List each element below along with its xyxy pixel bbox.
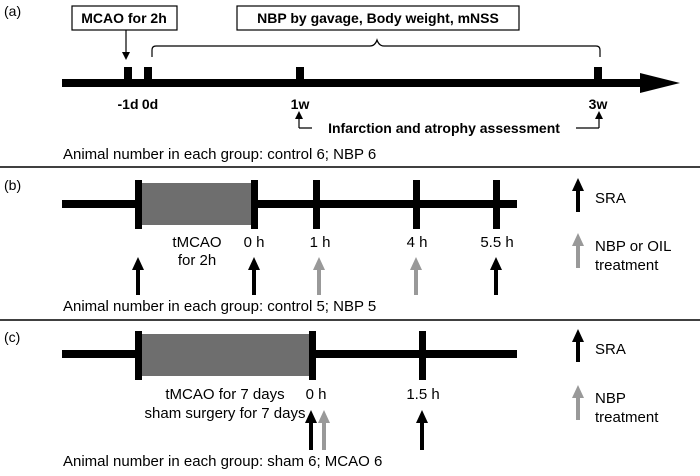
- tmcao-b-line1: tMCAO: [172, 234, 221, 251]
- legend-b-treatment-line2: treatment: [595, 257, 659, 274]
- panel-c-animal-number: Animal number in each group: sham 6; MCA…: [63, 453, 382, 470]
- legend-b-sra-label: SRA: [595, 190, 626, 207]
- sra-arrowhead-b-pre: [132, 257, 144, 270]
- tick-0d: [144, 67, 152, 83]
- tick-label-c-1-5h: 1.5 h: [406, 386, 439, 403]
- panel-b-letter: (b): [4, 177, 21, 193]
- legend-b-treatment-line1: NBP or OIL: [595, 238, 671, 255]
- nbp-label: NBP by gavage, Body weight, mNSS: [257, 10, 499, 26]
- tick-b-4h: [413, 180, 420, 229]
- tick-c-start: [135, 331, 142, 380]
- assessment-label-bg: [312, 120, 576, 136]
- legend-b-sra-arrowhead: [572, 178, 584, 191]
- panel-a-animal-number: Animal number in each group: control 6; …: [63, 146, 376, 163]
- legend-c-sra-arrowhead: [572, 329, 584, 342]
- mcao-box: [71, 5, 178, 31]
- legend-c-treatment-line1: NBP: [595, 390, 626, 407]
- tick-3w: [594, 67, 602, 83]
- sra-arrowhead-c-1-5h: [416, 410, 428, 423]
- treatment-arrowhead-b-1h: [313, 257, 325, 270]
- panel-a: (a) MCAO for 2h NBP by gavage, Body weig…: [4, 3, 680, 163]
- tick-label-minus1d: -1d: [118, 96, 139, 112]
- panel-a-letter: (a): [4, 3, 21, 19]
- tmcao-c-line2: sham surgery for 7 days: [145, 405, 306, 422]
- tmcao-c-line1: tMCAO for 7 days: [165, 386, 284, 403]
- tick-label-b-0h: 0 h: [244, 234, 265, 251]
- tick-label-b-4h: 4 h: [407, 234, 428, 251]
- sra-arrowhead-b-5-5h: [490, 257, 502, 270]
- nbp-brace: [151, 38, 601, 57]
- tick-b-0h: [251, 180, 258, 229]
- assessment-right-arrowhead: [595, 111, 603, 119]
- panel-b: (b) tMCAO for 2h 0 h 1 h 4 h 5.5 h SRA N…: [4, 177, 671, 315]
- tick-label-1w: 1w: [291, 96, 310, 112]
- tick-label-b-1h: 1 h: [310, 234, 331, 251]
- tick-minus1d: [124, 67, 132, 83]
- assessment-label: Infarction and atrophy assessment: [328, 120, 560, 136]
- tick-b-5-5h: [493, 180, 500, 229]
- tick-1w: [296, 67, 304, 83]
- mcao-pointer-arrowhead: [122, 52, 130, 60]
- timeline-a-arrowhead: [640, 73, 680, 93]
- treatment-arrowhead-c-0h: [318, 410, 330, 423]
- panel-c: (c) tMCAO for 7 days sham surgery for 7 …: [4, 329, 659, 470]
- panel-b-animal-number: Animal number in each group: control 5; …: [63, 298, 376, 315]
- occlusion-bar-b: [140, 183, 252, 225]
- tick-b-start: [135, 180, 142, 229]
- sra-arrowhead-c-0h: [305, 410, 317, 423]
- mcao-label: MCAO for 2h: [81, 10, 167, 26]
- tick-label-0d: 0d: [142, 96, 158, 112]
- tick-label-c-0h: 0 h: [306, 386, 327, 403]
- sra-arrowhead-b-0h: [248, 257, 260, 270]
- legend-b-treatment-arrowhead: [572, 233, 584, 246]
- panel-c-letter: (c): [4, 329, 20, 345]
- legend-c-treatment-line2: treatment: [595, 409, 659, 426]
- tick-label-3w: 3w: [589, 96, 608, 112]
- tick-c-1-5h: [419, 331, 426, 380]
- occlusion-bar-c: [140, 334, 310, 376]
- assessment-left-arrowhead: [295, 111, 303, 119]
- tick-c-0h: [309, 331, 316, 380]
- nbp-box: [236, 5, 520, 31]
- treatment-arrowhead-b-4h: [410, 257, 422, 270]
- tick-label-b-5-5h: 5.5 h: [480, 234, 513, 251]
- legend-c-treatment-arrowhead: [572, 385, 584, 398]
- legend-c-sra-label: SRA: [595, 341, 626, 358]
- tick-b-1h: [313, 180, 320, 229]
- tmcao-b-line2: for 2h: [178, 252, 216, 269]
